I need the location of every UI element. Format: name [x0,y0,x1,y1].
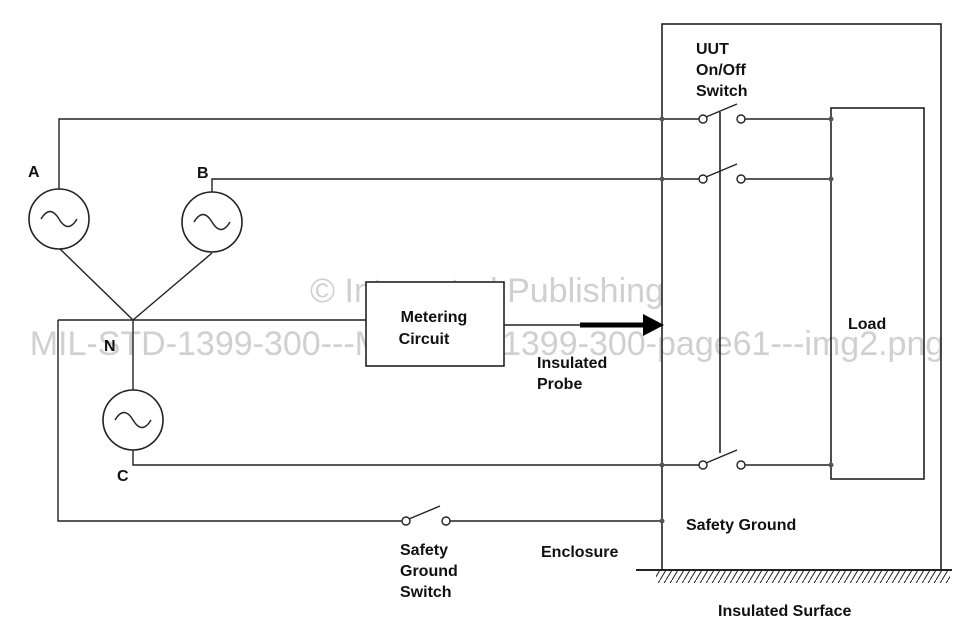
label-metering-1: Metering [401,309,468,326]
label-phase-c: C [117,468,129,485]
label-safety-switch-2: Ground [400,563,458,580]
label-uut-switch-1: UUT [696,41,729,58]
label-probe-2: Probe [537,376,582,393]
ac-source-c [102,389,164,451]
enclosure-box [661,23,942,571]
label-phase-a: A [28,164,40,181]
wiring [57,112,831,522]
insulated-surface [636,569,952,583]
ac-source-a [28,188,90,250]
junction-dots [659,116,834,524]
label-probe-1: Insulated [537,355,607,372]
label-phase-b: B [197,165,209,182]
label-uut-switch-2: On/Off [696,62,746,79]
label-load: Load [848,316,886,333]
label-metering-2: Circuit [399,331,450,348]
uut-switch-contacts [698,103,746,470]
label-uut-switch-3: Switch [696,83,748,100]
metering-circuit-box [365,281,505,367]
safety-ground-switch [401,505,451,526]
load-box [830,107,925,480]
ac-source-b [181,191,243,253]
label-safety-ground: Safety Ground [686,517,796,534]
label-safety-switch-3: Switch [400,584,452,601]
label-safety-switch-1: Safety [400,542,448,559]
label-enclosure: Enclosure [541,544,618,561]
label-neutral: N [104,338,116,355]
label-insulated-surface: Insulated Surface [718,603,851,620]
insulated-probe-arrow [580,314,664,336]
